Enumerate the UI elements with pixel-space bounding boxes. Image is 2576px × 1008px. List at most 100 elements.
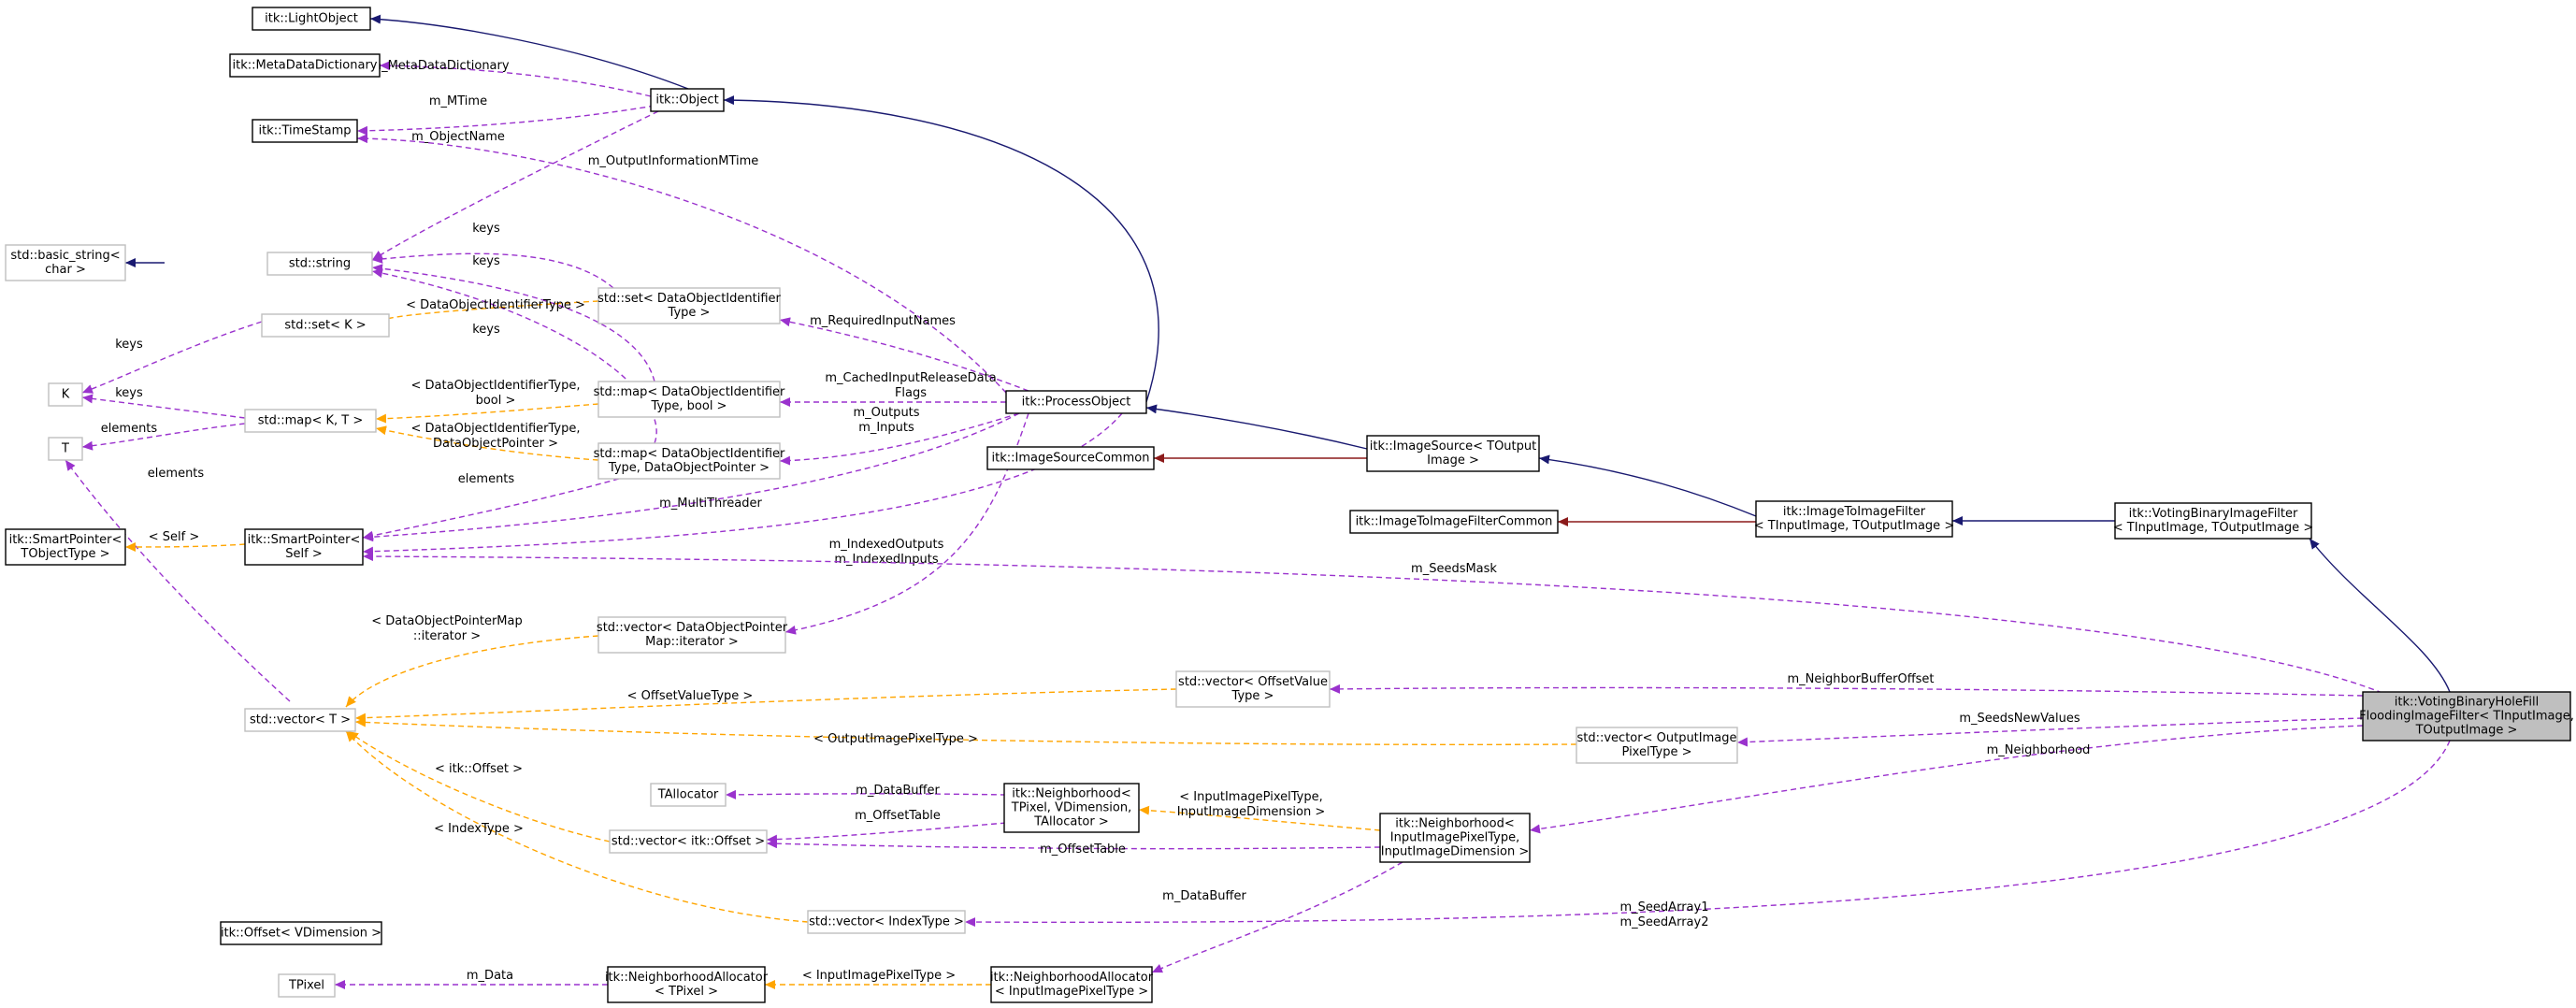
edge-usage: keys: [81, 321, 263, 394]
class-node-neighborhood-input[interactable]: itk::Neighborhood<InputImagePixelType,In…: [1379, 813, 1531, 863]
edge-label: m_MultiThreader: [659, 497, 762, 511]
class-node-hole-fill-filter[interactable]: itk::VotingBinaryHoleFillFloodingImageFi…: [2359, 691, 2574, 742]
edge-label: Flags: [895, 386, 927, 400]
class-node-set-k[interactable]: std::set< K >: [261, 313, 390, 338]
class-node-box: [244, 409, 377, 433]
class-node-smartpointer-objtype[interactable]: itk::SmartPointer<TObjectType >: [5, 528, 126, 566]
edge-label: m_SeedsNewValues: [1959, 712, 2080, 726]
class-node-offset-vdim[interactable]: itk::Offset< VDimension >: [220, 921, 382, 945]
class-node-vector-itk-offset[interactable]: std::vector< itk::Offset >: [609, 829, 768, 854]
edge-line: [362, 412, 1123, 556]
class-node-label: Map::iterator >: [645, 635, 739, 649]
class-node-metadata-dict[interactable]: itk::MetaDataDictionary: [229, 53, 381, 78]
class-node-tpixel[interactable]: TPixel: [278, 973, 336, 998]
class-node-label: itk::SmartPointer<: [248, 533, 361, 547]
edge-line: [1145, 404, 1368, 450]
class-node-k[interactable]: K: [48, 382, 83, 407]
class-node-neighborhood-tpixel[interactable]: itk::Neighborhood<TPixel, VDimension,TAl…: [1003, 783, 1140, 833]
edge-inherit: [369, 14, 689, 90]
edge-label: < Self >: [149, 530, 200, 544]
edge-line: [371, 110, 659, 261]
class-node-label: itk::NeighborhoodAllocator: [605, 971, 769, 985]
class-node-vector-dop-map[interactable]: std::vector< DataObjectPointerMap::itera…: [597, 616, 788, 654]
edge-label: m_OffsetTable: [855, 809, 941, 823]
class-node-string[interactable]: std::string: [266, 252, 373, 276]
class-node-nalloc-tpixel[interactable]: itk::NeighborhoodAllocator< TPixel >: [605, 966, 769, 1003]
class-node-light-object[interactable]: itk::LightObject: [252, 7, 371, 31]
edge-usage: keys: [81, 386, 246, 419]
class-node-vector-index[interactable]: std::vector< IndexType >: [807, 910, 966, 934]
edge-label: m_OffsetTable: [1040, 842, 1126, 857]
class-node-label: TOutputImage >: [2415, 724, 2518, 738]
class-node-label: Type >: [1231, 689, 1274, 703]
class-node-label: std::vector< T >: [250, 713, 351, 727]
class-node-vector-offset-value[interactable]: std::vector< OffsetValueType >: [1175, 670, 1331, 708]
class-node-object[interactable]: itk::Object: [650, 88, 725, 112]
edge-template: < OffsetValueType >: [354, 688, 1177, 723]
class-node-label: InputImageDimension >: [1381, 845, 1530, 859]
class-node-voting-filter[interactable]: itk::VotingBinaryImageFilter< TInputImag…: [2113, 502, 2313, 540]
class-node-label: TAllocator >: [1033, 815, 1109, 829]
class-node-set-doi[interactable]: std::set< DataObjectIdentifierType >: [597, 287, 782, 324]
edge-usage: keys: [371, 222, 614, 289]
edge-usage: m_DataBuffer: [1151, 861, 1403, 973]
edge-label: keys: [472, 323, 500, 337]
class-node-box: [2114, 502, 2312, 540]
class-node-box: [1366, 435, 1540, 472]
edge-line: [371, 252, 614, 289]
class-node-basic-string[interactable]: std::basic_string<char >: [5, 244, 126, 281]
edge-label: m_DataBuffer: [1162, 889, 1246, 903]
class-node-map-doi-ptr[interactable]: std::map< DataObjectIdentifierType, Data…: [594, 442, 785, 480]
edge-usage: keys: [371, 268, 657, 444]
edge-line: [369, 14, 689, 90]
class-node-nalloc-input[interactable]: itk::NeighborhoodAllocator< InputImagePi…: [990, 966, 1154, 1003]
class-node-i2i-common[interactable]: itk::ImageToImageFilterCommon: [1349, 510, 1559, 534]
class-node-box: [5, 244, 126, 281]
edge-label: < DataObjectIdentifierType,: [411, 379, 581, 393]
class-node-label: K: [62, 388, 70, 402]
class-node-image-source-common[interactable]: itk::ImageSourceCommon: [986, 446, 1155, 470]
class-node-map-kt[interactable]: std::map< K, T >: [244, 409, 377, 433]
class-node-box: [1349, 510, 1559, 534]
edge-template: < DataObjectPointerMap::iterator >: [345, 614, 599, 708]
edge-label: m_CachedInputReleaseData: [825, 371, 996, 385]
edge-line: [766, 839, 1381, 850]
class-node-label: itk::Object: [655, 94, 718, 108]
edge-label: m_IndexedOutputs: [829, 538, 944, 552]
class-node-smartpointer-self[interactable]: itk::SmartPointer<Self >: [244, 528, 364, 566]
class-node-vector-t[interactable]: std::vector< T >: [244, 708, 356, 732]
class-node-timestamp[interactable]: itk::TimeStamp: [252, 119, 358, 143]
class-node-label: itk::ProcessObject: [1022, 396, 1131, 410]
edge-label: bool >: [476, 394, 516, 408]
class-node-t[interactable]: T: [48, 437, 83, 461]
edge-usage: keys: [371, 254, 655, 382]
edge-usage: m_ObjectName: [371, 110, 659, 261]
edge-line: [65, 459, 291, 702]
edge-line: [356, 134, 1007, 394]
class-node-process-object[interactable]: itk::ProcessObject: [1005, 390, 1147, 414]
class-node-box: [229, 53, 381, 78]
edge-label: m_MetaDataDictionary: [369, 59, 509, 73]
class-node-label: Self >: [285, 547, 322, 561]
edge-label: InputImageDimension >: [1177, 805, 1326, 819]
class-node-vector-output-pixel[interactable]: std::vector< OutputImagePixelType >: [1576, 727, 1738, 764]
class-node-map-doi-bool[interactable]: std::map< DataObjectIdentifierType, bool…: [594, 381, 785, 418]
class-node-box: [220, 921, 382, 945]
edge-line: [362, 552, 2451, 742]
edge-line: [379, 61, 652, 97]
class-node-image-source[interactable]: itk::ImageSource< TOutputImage >: [1366, 435, 1540, 472]
edge-line: [1736, 717, 2364, 747]
class-node-label: itk::VotingBinaryHoleFill: [2395, 696, 2540, 710]
class-node-label: Image >: [1427, 454, 1479, 468]
class-node-tallocator[interactable]: TAllocator: [650, 783, 727, 807]
class-node-box: [252, 7, 371, 31]
edge-label: m_Data: [467, 969, 513, 983]
class-node-box: [1003, 783, 1140, 833]
class-node-label: std::set< K >: [284, 319, 366, 333]
class-node-box: [607, 966, 766, 1003]
class-node-label: itk::NeighborhoodAllocator: [990, 971, 1154, 985]
class-node-label: itk::Neighborhood<: [1012, 787, 1130, 801]
edge-inherit: [2309, 538, 2451, 693]
class-node-label: T: [61, 442, 69, 456]
class-node-i2i-filter[interactable]: itk::ImageToImageFilter< TInputImage, TO…: [1754, 500, 1954, 538]
